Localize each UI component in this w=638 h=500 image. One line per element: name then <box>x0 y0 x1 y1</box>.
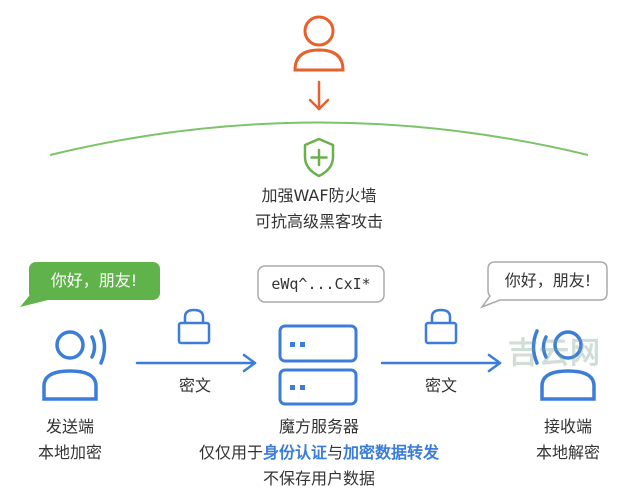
arrow-right-icon-left <box>135 353 257 373</box>
server-bubble <box>257 265 385 303</box>
arrow-down-icon <box>308 80 330 111</box>
right-link-label: 密文 <box>424 376 458 395</box>
server-description: 仅仅用于身份认证与加密数据转发 <box>199 442 439 464</box>
server-bubble-text: eWq^...CxI* <box>271 275 371 293</box>
lock-icon-right <box>424 308 458 345</box>
receiver-bubble-text: 你好，朋友! <box>504 271 592 290</box>
sender-label: 发送端 <box>45 417 95 436</box>
server-desc-highlight-forward: 加密数据转发 <box>343 443 440 462</box>
left-link-label: 密文 <box>178 376 212 395</box>
server-desc-mid: 与 <box>327 443 344 462</box>
sender-sublabel: 本地加密 <box>37 443 103 462</box>
shield-plus-icon <box>303 137 335 178</box>
server-icon <box>278 324 358 406</box>
server-desc-pre: 仅仅用于 <box>198 443 263 462</box>
arrow-right-icon-right <box>380 353 502 373</box>
sender-user-icon <box>42 329 107 401</box>
waf-subtitle: 可抗高级黑客攻击 <box>254 212 384 231</box>
top-user-icon <box>293 15 345 72</box>
server-note: 不保存用户数据 <box>262 469 376 488</box>
sender-bubble <box>20 262 160 307</box>
receiver-label: 接收端 <box>543 417 593 436</box>
firewall-arc <box>49 121 589 156</box>
server-desc-highlight-auth: 身份认证 <box>262 443 327 462</box>
sender-bubble-text: 你好，朋友! <box>50 271 138 290</box>
receiver-sublabel: 本地解密 <box>535 443 601 462</box>
receiver-user-icon <box>531 329 596 401</box>
receiver-bubble <box>479 261 608 309</box>
server-label: 魔方服务器 <box>278 417 360 436</box>
lock-icon-left <box>177 308 211 345</box>
waf-title: 加强WAF防火墙 <box>261 186 377 205</box>
watermark: 吉云网 <box>508 336 601 371</box>
